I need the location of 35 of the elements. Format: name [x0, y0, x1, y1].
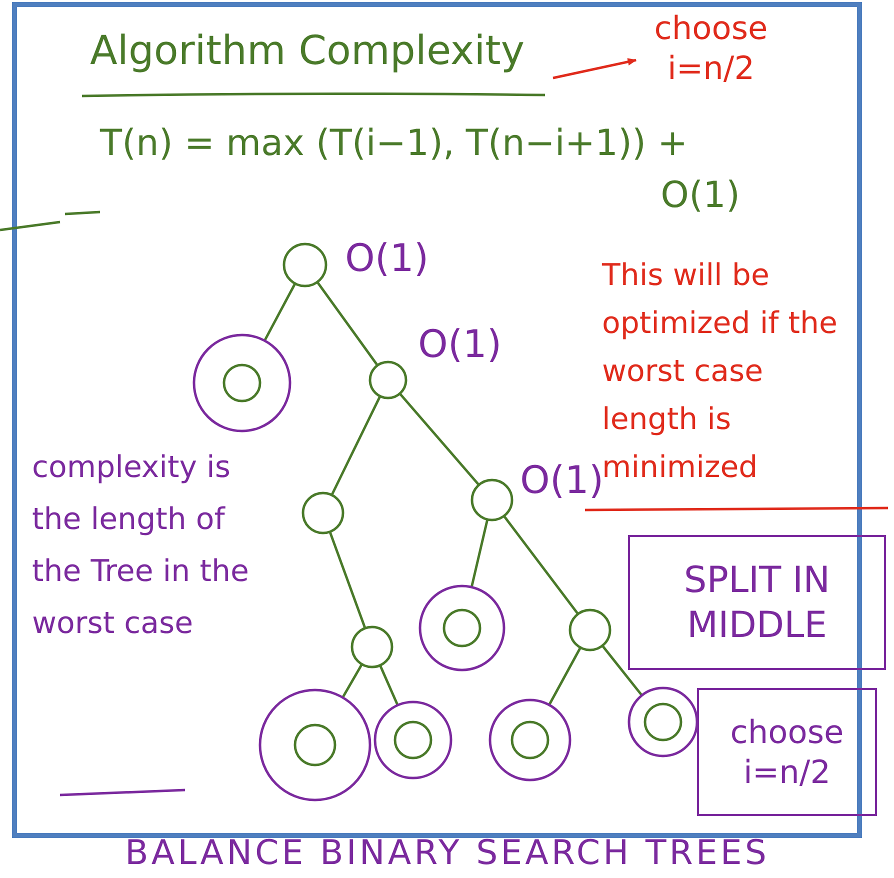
note: choose i=n/2 [636, 8, 786, 88]
leaf-node [373, 700, 453, 780]
leaf-node [418, 584, 506, 672]
tree-branch [548, 647, 582, 706]
title: Algorithm Complexity [90, 28, 525, 74]
tree-branch [601, 644, 643, 696]
tree-node [301, 491, 345, 535]
complexity-label: O(1) [345, 236, 429, 280]
tree-branch [316, 281, 379, 366]
tree-node [350, 625, 394, 669]
tree-branch [264, 282, 296, 342]
leaf-node [488, 698, 572, 782]
tree-node [282, 242, 328, 288]
leaf-node [627, 686, 699, 758]
tree-node [368, 360, 408, 400]
caption: BALANCE BINARY SEARCH TREES [125, 833, 770, 873]
tree-branch [470, 519, 489, 588]
tree-node [470, 478, 514, 522]
tree-branch [398, 392, 480, 486]
note: complexity is the length of the Tree in the worst case [32, 449, 250, 643]
formula: T(n) = max (T(i−1), T(n−i+1)) + O(1) [100, 122, 740, 218]
arrow [552, 58, 637, 80]
note-box: SPLIT IN MIDDLE [628, 535, 886, 670]
complexity-label: O(1) [418, 322, 502, 366]
leaf-node [258, 688, 372, 802]
tree-branch [328, 531, 366, 629]
note-box: choose i=n/2 [697, 688, 877, 816]
complexity-label: O(1) [520, 458, 604, 502]
tree-branch [342, 664, 363, 698]
tree-branch [378, 664, 399, 706]
tree-branch [330, 396, 382, 496]
note: This will be optimized if the worst case length is minimized [602, 257, 839, 487]
leaf-node [192, 333, 292, 433]
tree-node [568, 608, 612, 652]
tree-branch [503, 515, 579, 615]
